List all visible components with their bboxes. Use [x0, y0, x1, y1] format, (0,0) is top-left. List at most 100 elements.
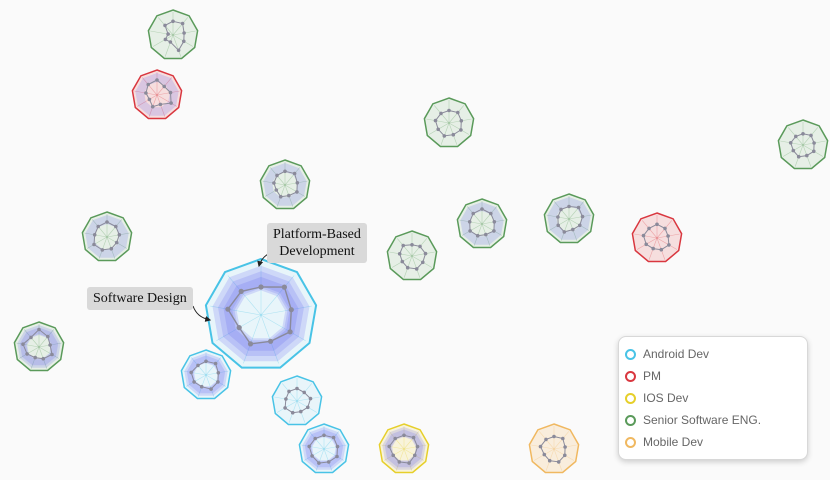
radar-outline — [81, 211, 133, 262]
skill-radar-android-10[interactable] — [204, 257, 318, 369]
radar-spoke — [308, 431, 325, 450]
skill-radar-senior-7[interactable] — [543, 193, 595, 244]
skill-radar-senior-4[interactable] — [259, 159, 311, 210]
skill-radar-senior-6[interactable] — [456, 198, 508, 249]
skill-radar-android-13[interactable] — [271, 375, 323, 426]
radar-outline — [298, 423, 350, 474]
skill-point — [475, 233, 480, 238]
skill-radar-android-14[interactable] — [298, 423, 350, 474]
skill-point — [544, 437, 548, 442]
skill-polygon — [190, 360, 219, 390]
skill-point — [659, 247, 664, 252]
skill-point — [287, 329, 293, 335]
radar-spoke — [403, 444, 427, 450]
skill-point — [335, 444, 340, 449]
radar-spoke — [553, 431, 570, 450]
radar-spoke — [141, 77, 158, 96]
skill-radar-pm-9[interactable] — [631, 212, 683, 263]
skill-point — [313, 436, 318, 441]
radar-outline — [777, 119, 829, 170]
radar-spoke — [396, 238, 413, 257]
skill-polygon — [22, 328, 53, 360]
skill-point — [114, 240, 119, 245]
skill-point — [192, 380, 196, 384]
radar-spoke — [18, 346, 40, 359]
skill-point — [335, 454, 339, 459]
skill-point — [410, 243, 414, 247]
skill-point — [182, 39, 186, 44]
legend-item-senior[interactable]: Senior Software ENG. — [625, 409, 807, 431]
skill-point — [171, 19, 175, 24]
skill-point — [158, 102, 163, 107]
skill-point — [423, 251, 428, 256]
skill-point — [307, 444, 312, 449]
skill-point — [421, 260, 425, 265]
skill-point — [402, 433, 406, 438]
skill-polygon — [557, 205, 584, 233]
skill-point — [25, 352, 29, 356]
radar-spoke — [568, 214, 592, 220]
skill-radar-senior-2[interactable] — [423, 97, 475, 148]
skill-point — [268, 338, 274, 344]
skill-radar-senior-3[interactable] — [777, 119, 829, 170]
skill-point — [150, 104, 155, 109]
skill-radar-senior-8[interactable] — [386, 230, 438, 281]
skill-point — [663, 226, 667, 231]
radar-spoke — [481, 223, 503, 236]
skill-polygon — [790, 133, 815, 158]
legend-label-android: Android Dev — [643, 347, 710, 361]
skill-point — [46, 334, 50, 339]
skill-band — [460, 202, 504, 245]
skill-point — [578, 223, 582, 228]
skill-point — [21, 342, 25, 347]
skill-radar-pm-1[interactable] — [131, 69, 183, 120]
skill-point — [109, 246, 114, 251]
radar-spoke — [323, 448, 345, 461]
skill-band — [135, 73, 179, 116]
skill-radar-ios-15[interactable] — [378, 423, 430, 474]
radar-spoke — [172, 34, 182, 57]
skill-point — [146, 82, 150, 87]
legend-item-ios[interactable]: IOS Dev — [625, 387, 807, 409]
skill-point — [216, 380, 220, 384]
skill-point — [791, 148, 796, 153]
radar-outline — [204, 257, 318, 369]
radar-spoke — [98, 236, 108, 259]
skill-radar-senior-5[interactable] — [81, 211, 133, 262]
skill-point — [275, 173, 279, 178]
skill-point — [442, 134, 447, 138]
skill-polygon — [399, 244, 427, 270]
skill-point — [400, 259, 405, 264]
radar-spoke — [411, 255, 421, 278]
legend-label-pm: PM — [643, 369, 661, 383]
radar-spoke — [568, 201, 585, 220]
radar-spoke — [426, 118, 450, 124]
skill-point — [414, 267, 419, 271]
skill-radar-mobile-16[interactable] — [528, 423, 580, 474]
radar-outline — [180, 349, 232, 400]
skill-radar-senior-0[interactable] — [147, 9, 199, 60]
skill-point — [387, 444, 392, 449]
legend-item-mobile[interactable]: Mobile Dev — [625, 431, 807, 453]
radar-spoke — [301, 444, 325, 450]
skill-radar-senior-11[interactable] — [13, 321, 65, 372]
radar-spoke — [16, 342, 40, 348]
radar-spoke — [303, 448, 325, 461]
callout-platform-based-development: Platform-Based Development — [267, 223, 367, 263]
radar-outline — [631, 212, 683, 263]
skill-point — [292, 171, 297, 176]
radar-spoke — [38, 329, 55, 348]
radar-spoke — [185, 374, 207, 387]
skill-point — [413, 453, 417, 458]
radar-spoke — [276, 400, 298, 413]
skill-radar-android-12[interactable] — [180, 349, 232, 400]
skill-point — [655, 222, 659, 227]
legend-swatch-pm — [625, 370, 636, 382]
legend-item-pm[interactable]: PM — [625, 365, 807, 387]
skill-point — [147, 97, 152, 102]
callout-arrow-platform — [257, 253, 269, 268]
skill-point — [310, 454, 314, 458]
radar-spoke — [560, 218, 570, 241]
legend-item-android[interactable]: Android Dev — [625, 343, 807, 365]
skill-point — [166, 32, 170, 36]
